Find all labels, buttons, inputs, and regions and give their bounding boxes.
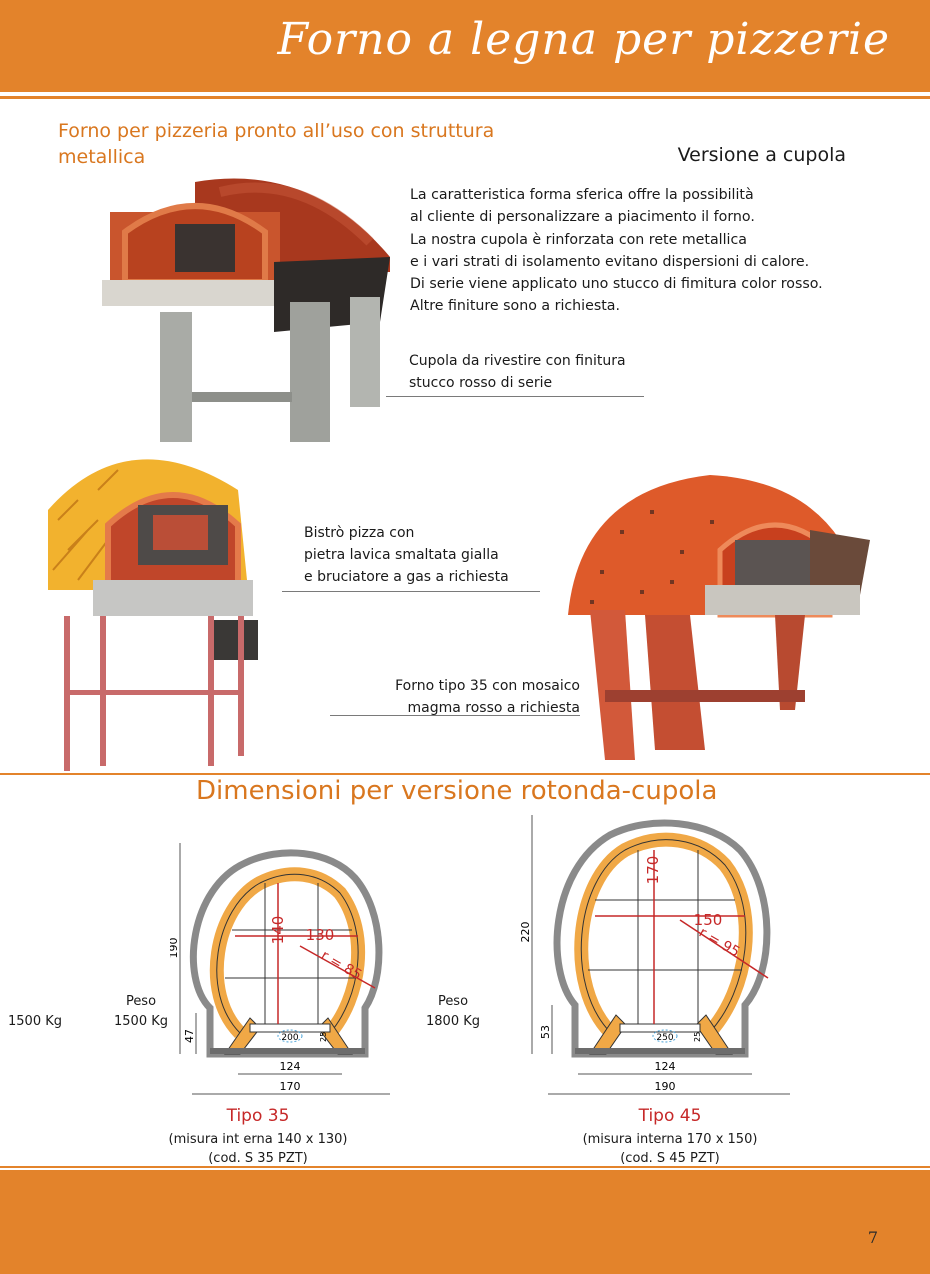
tipo35-total-height: 190 — [170, 938, 180, 959]
weight-tipo35: Peso 1500 Kg — [108, 992, 174, 1032]
tipo35-code: (cod. S 35 PZT) — [208, 1151, 308, 1166]
weight-tipo45: Peso 1800 Kg — [424, 992, 482, 1032]
tipo35-diagram: 140 130 r = 85 200 25 190 47 124 170 — [167, 838, 410, 1102]
tipo35-inner-width: 130 — [306, 926, 335, 944]
tipo35-step: 25 — [319, 1032, 328, 1042]
caption-line: stucco rosso di serie — [409, 375, 553, 391]
tipo45-diagram: 170 150 r = 95 250 25 220 53 124 190 — [519, 810, 800, 1104]
tipo45-spec-line: (misura interna 170 x 150) — [582, 1132, 758, 1147]
caption-line: Forno tipo 35 con mosaico — [395, 678, 580, 694]
caption-line: e bruciatore a gas a richiesta — [304, 569, 509, 585]
tipo35-base-width: 124 — [280, 1060, 301, 1073]
description-line: La nostra cupola è rinforzata con rete m… — [410, 231, 747, 248]
tipo35-spec-line: (misura int erna 140 x 130) — [168, 1132, 348, 1147]
tipo45-spec: (misura interna 170 x 150) (cod. S 45 PZ… — [540, 1130, 800, 1168]
tipo35-flue: 200 — [281, 1033, 298, 1043]
tipo35-spec: (misura int erna 140 x 130) (cod. S 35 P… — [128, 1130, 388, 1168]
tipo35-total-width: 170 — [280, 1080, 301, 1093]
caption-line: pietra lavica smaltata gialla — [304, 547, 499, 563]
description-line: Di serie viene applicato uno stucco di f… — [410, 276, 823, 293]
description-line: La caratteristica forma sferica offre la… — [410, 187, 754, 203]
header-rule — [0, 92, 930, 96]
tipo45-step: 25 — [693, 1032, 702, 1042]
page-title: Forno a legna per pizzerie — [277, 14, 890, 65]
section-subtitle: Forno per pizzeria pronto all’uso con st… — [58, 120, 495, 168]
footer-band — [0, 1170, 930, 1274]
tipo45-inner-width: 150 — [694, 911, 723, 929]
tipo45-code: (cod. S 45 PZT) — [620, 1151, 720, 1166]
yellow-oven-photo — [38, 430, 278, 775]
tipo45-inner-height: 170 — [644, 856, 662, 885]
header-rule-accent — [0, 96, 930, 99]
tipo45-total-height: 220 — [520, 922, 532, 943]
footer-rule — [0, 1166, 930, 1168]
weight-label: Peso — [125, 994, 157, 1009]
tipo45-base-width: 124 — [655, 1060, 676, 1073]
page-number: 7 — [867, 1228, 878, 1247]
caption-leader-line — [386, 396, 644, 397]
red-oven-photo — [100, 162, 400, 452]
caption-red-oven: Cupola da rivestire con finitura stucco … — [409, 350, 626, 394]
description: La caratteristica forma sferica offre la… — [410, 184, 830, 318]
tipo35-inner-height: 140 — [269, 916, 287, 945]
tipo45-radius: r = 95 — [696, 925, 742, 961]
version-label: Versione a cupola — [677, 144, 846, 166]
weight-label: Peso — [437, 994, 469, 1009]
dimensions-title: Dimensioni per versione rotonda-cupola — [196, 776, 718, 806]
header-banner — [0, 0, 930, 92]
description-line: al cliente di personalizzare a piaciment… — [410, 209, 755, 226]
caption-yellow-oven: Bistrò pizza con pietra lavica smaltata … — [304, 522, 509, 588]
tipo45-name: Tipo 45 — [638, 1106, 702, 1126]
caption-line: Bistrò pizza con — [304, 525, 415, 541]
tipo35-base-height: 47 — [183, 1029, 196, 1043]
description-line: e i vari strati di isolamento evitano di… — [410, 253, 810, 270]
caption-mosaic-oven: Forno tipo 35 con mosaico magma rosso a … — [334, 675, 580, 719]
section-divider — [0, 773, 930, 775]
mosaic-oven-photo — [560, 470, 890, 765]
caption-line: magma rosso a richiesta — [407, 700, 581, 716]
weight-left: 1500 Kg — [8, 1014, 62, 1029]
tipo45-base-height: 53 — [539, 1025, 552, 1039]
tipo45-total-width: 190 — [655, 1080, 676, 1093]
weight-value: 1800 Kg — [426, 1014, 480, 1029]
caption-leader-line — [330, 715, 580, 716]
tipo45-flue: 250 — [656, 1033, 673, 1043]
description-line: Altre finiture sono a richiesta. — [410, 298, 621, 315]
caption-leader-line — [282, 591, 540, 592]
tipo35-name: Tipo 35 — [226, 1106, 290, 1126]
caption-line: Cupola da rivestire con finitura — [409, 353, 626, 369]
weight-value: 1500 Kg — [114, 1014, 168, 1029]
